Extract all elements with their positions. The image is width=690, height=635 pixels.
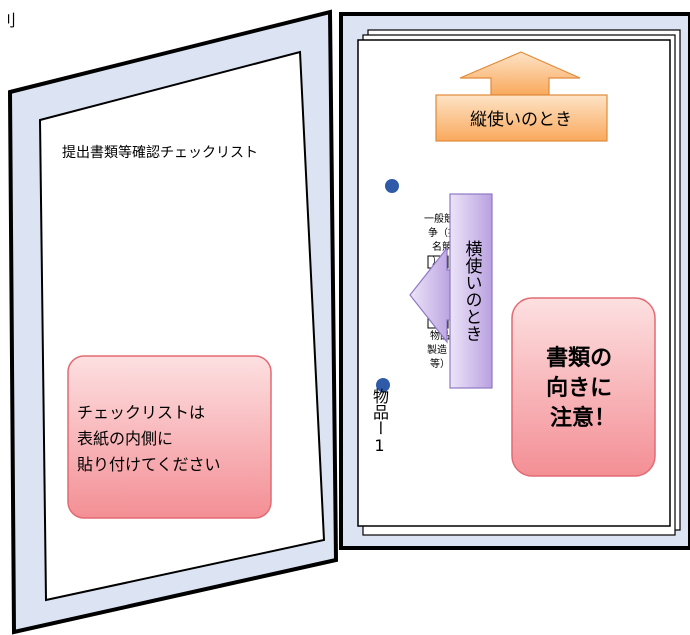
portrait-arrow: 縦使いのとき bbox=[435, 51, 608, 142]
landscape-arrow: 横使いのとき bbox=[409, 193, 493, 389]
landscape-label: 横使いのとき bbox=[461, 240, 482, 342]
left-cover: 提出書類等確認チェックリスト チェックリストは 表紙の内側に 貼り付けてください bbox=[7, 9, 339, 635]
checklist-title: 提出書類等確認チェックリスト bbox=[62, 144, 258, 161]
checklist-note-text: チェックリストは 表紙の内側に 貼り付けてください bbox=[77, 403, 221, 474]
portrait-arrow-box bbox=[435, 94, 608, 142]
warning-text: 書類の 向きに 注意！ bbox=[546, 345, 620, 431]
punch-hole-top bbox=[385, 179, 399, 193]
right-cover: 一般競 争（指 名競 ） 物品 製造 等） 縦使いのとき 横使いのとき bbox=[339, 12, 690, 550]
punch-hole-bottom bbox=[376, 378, 390, 392]
landscape-arrow-box bbox=[449, 193, 493, 389]
warning-box bbox=[511, 297, 656, 477]
checklist-note-box bbox=[67, 355, 272, 519]
corner-label: 刂 bbox=[0, 11, 16, 30]
portrait-label: 縦使いのとき bbox=[470, 109, 572, 130]
doc-vertical-title: 物品ー1 bbox=[370, 388, 389, 455]
